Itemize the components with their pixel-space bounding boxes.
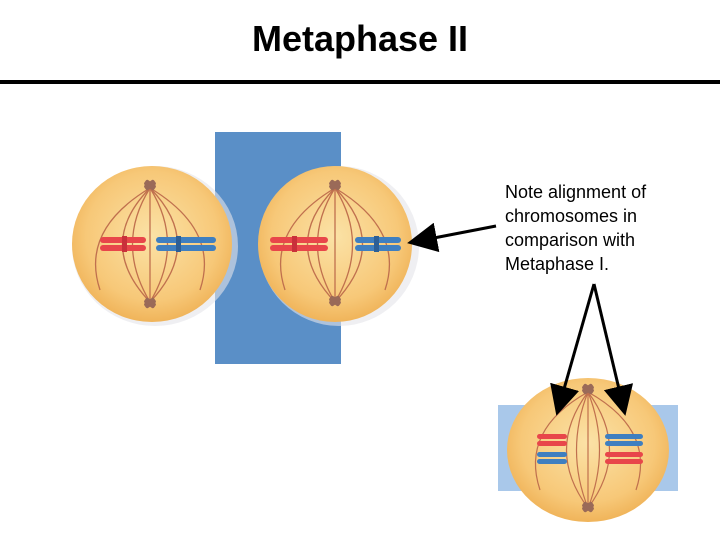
note-line: Metaphase I. [505, 254, 610, 274]
chromosomes-red [100, 236, 146, 252]
metaphase-ii-cell-left [72, 166, 238, 326]
title-underline [0, 80, 720, 84]
arrow-to-metaphase-i-right [592, 283, 634, 416]
centrosome-top [144, 179, 156, 191]
note-line: comparison with [505, 230, 636, 250]
chromosomes-blue [156, 236, 216, 252]
arrow-to-metaphase-ii [407, 222, 497, 253]
metaphase-ii-cell-right [258, 166, 419, 326]
arrow-to-metaphase-i-left [550, 283, 596, 416]
note-line: Note alignment of [505, 182, 647, 202]
slide-title: Metaphase II [251, 18, 469, 59]
centrosome-bottom [144, 297, 156, 309]
metaphase-i-cell [507, 378, 669, 522]
note-line: chromosomes in [505, 206, 638, 226]
annotation-note: Note alignment of chromosomes in compari… [505, 180, 705, 276]
